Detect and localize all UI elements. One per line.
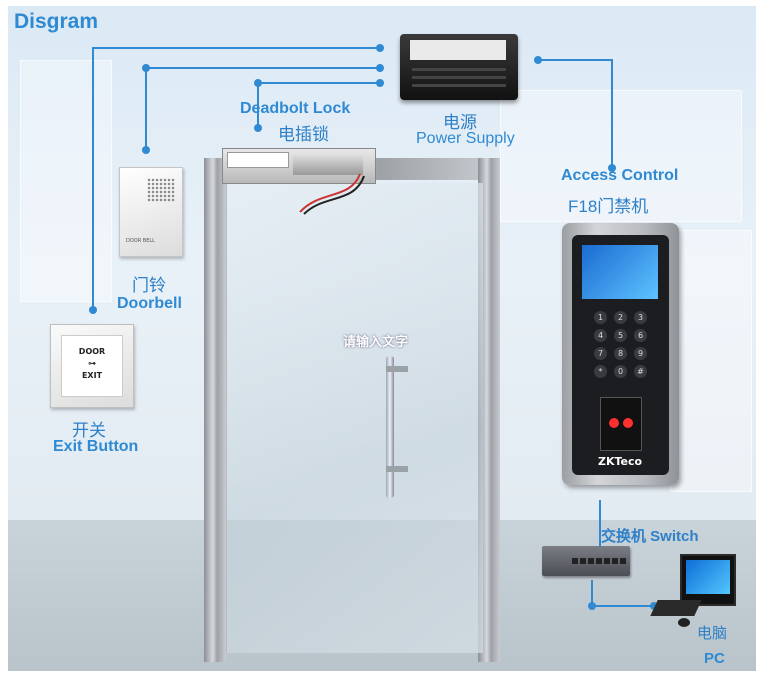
- keyboard-icon: [650, 600, 702, 616]
- switch-label: 交换机 Switch: [601, 528, 699, 545]
- terminal-brand: ZKTeco: [598, 455, 643, 468]
- doorbell-label-zh: 门铃: [132, 276, 166, 295]
- door-handle-arm: [386, 366, 408, 372]
- network-switch-icon: [542, 546, 630, 576]
- terminal-screen: [582, 245, 658, 299]
- keypad-key[interactable]: 1: [594, 311, 607, 324]
- exit-button-icon: DOOR ⊶ EXIT: [50, 324, 134, 408]
- exit-button-wire: [92, 47, 380, 310]
- door-handle-arm: [386, 466, 408, 472]
- pc-label-zh: 电脑: [697, 625, 728, 642]
- deadbolt-lock-label-en: Deadbolt Lock: [240, 100, 351, 117]
- keypad-key[interactable]: 9: [634, 347, 647, 360]
- doorbell-print: DOOR BELL: [126, 238, 155, 244]
- wall-panel: [670, 230, 752, 492]
- door-frame-left: [204, 158, 226, 662]
- keypad-key[interactable]: 8: [614, 347, 627, 360]
- exit-button-print-exit: EXIT: [81, 371, 103, 380]
- lock-cable: [299, 173, 365, 215]
- door-handle[interactable]: [386, 356, 394, 498]
- power-supply-icon: [400, 34, 518, 100]
- keypad-key[interactable]: #: [634, 365, 647, 378]
- keypad-key[interactable]: *: [594, 365, 607, 378]
- keypad-key[interactable]: 3: [634, 311, 647, 324]
- power-supply-label-en: Power Supply: [416, 130, 515, 147]
- keypad-key[interactable]: 0: [614, 365, 627, 378]
- wall-panel: [500, 90, 742, 222]
- deadbolt-lock-icon: [222, 148, 376, 184]
- mouse-icon: [678, 618, 690, 627]
- deadbolt-lock-label-zh: 电插锁: [278, 125, 329, 144]
- access-control-label-zh: F18门禁机: [568, 197, 649, 216]
- exit-button-print-door: DOOR: [78, 347, 106, 356]
- fingerprint-sensor-icon: [600, 397, 642, 451]
- access-control-label-en: Access Control: [561, 167, 679, 184]
- keypad-key[interactable]: 5: [614, 329, 627, 342]
- doorbell-icon: DOOR BELL: [119, 167, 183, 257]
- keypad-key[interactable]: 4: [594, 329, 607, 342]
- pc-icon: [680, 554, 736, 606]
- wall-panel: [20, 60, 112, 302]
- door-overlay-text: 请输入文字: [343, 334, 409, 349]
- power-supply-label-zh: 电源: [443, 113, 477, 132]
- diagram-title: Disgram: [14, 10, 99, 33]
- keypad-key[interactable]: 2: [614, 311, 627, 324]
- exit-button-label-zh: 开关: [72, 421, 106, 440]
- doorbell-label-en: Doorbell: [117, 295, 182, 312]
- glass-door[interactable]: [226, 183, 484, 653]
- exit-button-label-en: Exit Button: [53, 438, 139, 455]
- access-control-wire: [538, 59, 613, 168]
- keypad-key[interactable]: 6: [634, 329, 647, 342]
- pc-wire: [591, 580, 654, 607]
- pc-label-en: PC: [704, 650, 725, 667]
- key-icon: ⊶: [88, 359, 96, 368]
- keypad-key[interactable]: 7: [594, 347, 607, 360]
